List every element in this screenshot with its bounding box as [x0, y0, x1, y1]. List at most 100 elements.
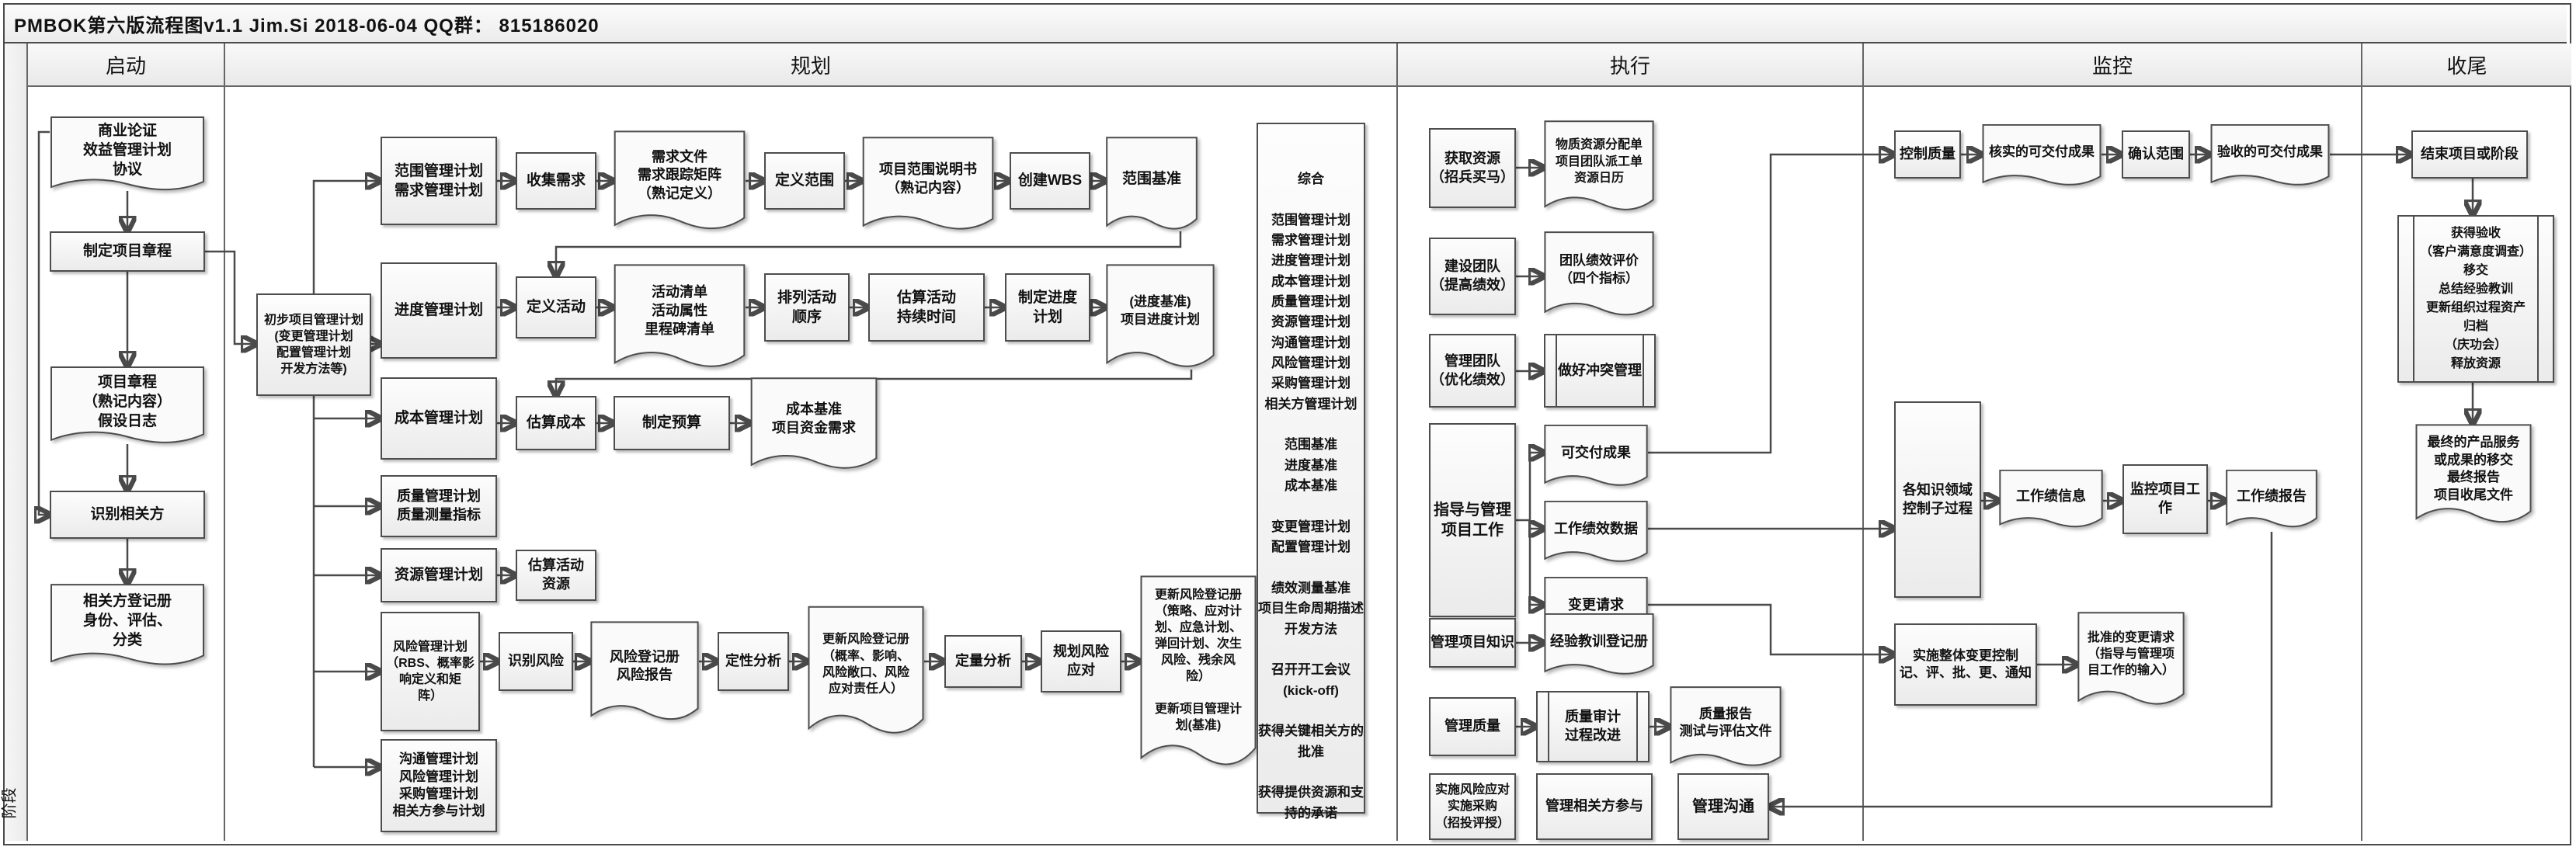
node-label: 沟通管理计划 风险管理计划 采购管理计划 相关方参与计划 — [392, 752, 485, 819]
node-close-project-phase: 结束项目或阶段 — [2411, 130, 2528, 179]
node-label: 获取资源 （招兵买马） — [1431, 150, 1514, 185]
node-approved-change-requests-doc: 批准的变更请求 （指导与管理项 目工作的输入） — [2077, 612, 2185, 710]
node-label: 收集需求 — [526, 172, 586, 189]
node-identify-stakeholders: 识别相关方 — [50, 491, 205, 539]
node-label: 最终的产品服务 或成果的移交 最终报告 项目收尾文件 — [2427, 435, 2520, 502]
node-label: 各知识领域 控制子过程 — [1903, 481, 1973, 516]
node-label: 实施整体变更控制 记、评、批、更、通知 — [1900, 647, 2032, 680]
node-label: 管理相关方参与 — [1545, 798, 1643, 814]
lane-planning: 规划 — [225, 43, 1398, 841]
node-label: 变更请求 — [1568, 596, 1624, 613]
node-label: 成本基准 项目资金需求 — [772, 401, 856, 436]
document-shape — [1544, 501, 1648, 566]
node-label: 识别相关方 — [90, 506, 165, 523]
node-lessons-learned-doc: 经验教训登记册 — [1544, 613, 1654, 679]
node-label: 项目章程 （熟记内容） 假设日志 — [82, 373, 172, 429]
node-quality-audit: 质量审计 过程改进 — [1536, 691, 1650, 762]
node-label: 管理质量 — [1444, 718, 1500, 734]
node-scope-statement-doc: 项目范围说明书 （熟记内容） — [862, 137, 994, 234]
lane-header-monitoring: 监控 — [1864, 43, 2361, 87]
node-risk-mgmt-plan: 风险管理计划 （RBS、概率影 响定义和矩 阵） — [381, 612, 480, 731]
node-manage-project-knowledge: 管理项目知识 — [1429, 618, 1516, 668]
node-label: 团队绩效评价 （四个指标） — [1559, 253, 1639, 286]
node-label: 综合 范围管理计划 需求管理计划 进度管理计划 成本管理计划 质量管理计划 资源… — [1258, 172, 1364, 821]
document-shape — [808, 606, 924, 741]
node-label: 定性分析 — [725, 653, 781, 669]
node-label: 建设团队 （提高绩效） — [1431, 259, 1514, 293]
node-knowledge-area-control-subprocesses: 各知识领域 控制子过程 — [1894, 401, 1981, 598]
node-risk-register-doc: 风险登记册 风险报告 — [590, 621, 699, 725]
node-estimate-durations: 估算活动 持续时间 — [868, 273, 985, 342]
node-label: 核实的可交付成果 — [1989, 144, 2095, 160]
title-bar: PMBOK第六版流程图v1.1 Jim.Si 2018-06-04 QQ群： 8… — [5, 5, 2567, 43]
node-label: 质量管理计划 质量测量指标 — [397, 488, 481, 522]
node-label: 制定项目章程 — [82, 243, 172, 260]
phase-label: 阶段 — [1, 787, 19, 819]
node-closing-activities: 获得验收 （客户满意度调查） 移交 总结经验教训 更新组织过程资产 归档 （庆功… — [2397, 215, 2554, 383]
node-estimate-costs: 估算成本 — [516, 396, 596, 450]
node-manage-communications: 管理沟通 — [1677, 773, 1769, 840]
lane-header-closing: 收尾 — [2362, 43, 2571, 87]
document-shape — [1544, 425, 1648, 490]
lane-header-initiating: 启动 — [28, 43, 224, 87]
node-label: 范围管理计划 需求管理计划 — [394, 162, 483, 199]
node-label: 工作绩信息 — [2016, 488, 2086, 504]
document-shape — [862, 137, 994, 234]
node-label: 活动清单 活动属性 里程碑清单 — [645, 284, 714, 337]
node-label: 做好冲突管理 — [1558, 362, 1642, 378]
node-label: 识别风险 — [508, 653, 564, 669]
document-shape — [2415, 424, 2532, 528]
node-estimate-activity-resources: 估算活动 资源 — [516, 550, 596, 601]
node-direct-manage-work: 指导与管理 项目工作 — [1429, 423, 1516, 617]
node-label: 验收的可交付成果 — [2217, 144, 2323, 160]
document-shape — [1544, 231, 1654, 320]
node-work-performance-report-doc: 工作绩报告 — [2226, 470, 2317, 532]
node-monitor-control-work: 监控项目工作 — [2122, 464, 2208, 534]
phase-strip: 阶段 — [2, 43, 28, 841]
node-develop-charter: 制定项目章程 — [50, 231, 205, 272]
node-label: 进度管理计划 — [394, 302, 483, 319]
node-label: 风险管理计划 （RBS、概率影 响定义和矩 阵） — [386, 640, 475, 703]
node-charter-doc: 项目章程 （熟记内容） 假设日志 — [50, 366, 205, 447]
node-business-case-doc: 商业论证 效益管理计划 协议 — [50, 116, 205, 194]
node-quantitative-analysis: 定量分析 — [944, 635, 1022, 688]
node-qualitative-analysis: 定性分析 — [718, 632, 789, 691]
node-scope-req-mgmt-plan: 范围管理计划 需求管理计划 — [381, 137, 497, 225]
lane-header-executing: 执行 — [1398, 43, 1862, 87]
node-label: 控制质量 — [1900, 146, 1955, 162]
node-label: 工作绩报告 — [2237, 488, 2307, 504]
document-shape — [614, 264, 746, 373]
document-shape — [1999, 470, 2103, 532]
node-implement-risk-responses-procurement: 实施风险应对 实施采购 （招投评授） — [1429, 773, 1516, 840]
node-label: 更新风险登记册 （概率、影响、 风险敞口、风险 应对责任人） — [822, 633, 909, 696]
node-label: 估算成本 — [526, 415, 586, 432]
node-label: 定义范围 — [774, 172, 834, 189]
document-shape — [1544, 120, 1654, 215]
node-requirements-doc: 需求文件 需求跟踪矩阵 （熟记定义） — [614, 130, 746, 234]
node-final-product-doc: 最终的产品服务 或成果的移交 最终报告 项目收尾文件 — [2415, 424, 2532, 528]
node-define-activities: 定义活动 — [516, 276, 596, 338]
document-shape — [1544, 613, 1654, 679]
node-label: 获得验收 （客户满意度调查） 移交 总结经验教训 更新组织过程资产 归档 （庆功… — [2419, 227, 2532, 370]
node-label: 风险登记册 风险报告 — [610, 648, 680, 683]
node-schedule-mgmt-plan: 进度管理计划 — [381, 262, 497, 359]
node-preliminary-pm-plan: 初步项目管理计划 (变更管理计划 配置管理计划 开发方法等) — [256, 293, 371, 396]
node-activity-list-doc: 活动清单 活动属性 里程碑清单 — [614, 264, 746, 373]
node-control-quality: 控制质量 — [1894, 130, 1961, 179]
document-shape — [614, 130, 746, 234]
document-shape — [2226, 470, 2317, 532]
node-work-performance-info-doc: 工作绩信息 — [1999, 470, 2103, 532]
node-label: (进度基准) 项目进度计划 — [1121, 294, 1200, 327]
document-shape — [1106, 137, 1198, 234]
node-label: 管理沟通 — [1692, 797, 1754, 815]
node-cost-baseline-doc: 成本基准 项目资金需求 — [750, 377, 878, 474]
node-verified-deliverables-doc: 核实的可交付成果 — [1982, 124, 2101, 189]
node-label: 定量分析 — [955, 653, 1011, 669]
node-label: 需求文件 需求跟踪矩阵 （熟记定义） — [638, 148, 721, 202]
outer-frame — [3, 3, 2571, 845]
lane-header-planning: 规划 — [225, 43, 1396, 87]
document-shape — [1106, 264, 1215, 373]
node-work-performance-data-doc: 工作绩效数据 — [1544, 501, 1648, 566]
node-label: 更新风险登记册 （策略、应对计 划、应急计划、 弹回计划、次生 风险、残余风 险… — [1154, 588, 1242, 733]
